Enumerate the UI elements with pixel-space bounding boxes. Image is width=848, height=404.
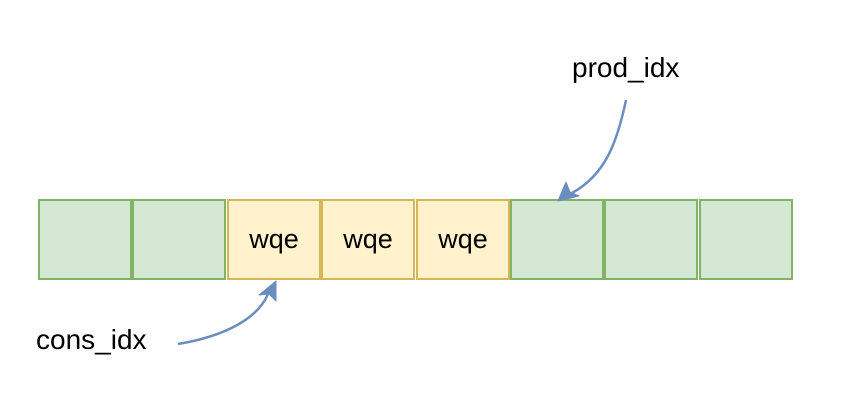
wqe-slot-1: wqe <box>227 199 321 280</box>
prod-idx-arrowhead-icon <box>557 181 580 202</box>
prod-idx-label: prod_idx <box>572 52 680 83</box>
prod-idx-arrow <box>557 99 628 202</box>
wqe-slot-2: wqe <box>321 199 415 280</box>
queue-slot-2 <box>132 199 226 280</box>
wqe-slot-3: wqe <box>416 199 510 280</box>
queue-slot-6 <box>510 199 604 280</box>
queue-slot-7 <box>604 199 698 280</box>
queue-slot-8 <box>699 199 793 280</box>
cons-idx-label: cons_idx <box>36 324 147 355</box>
prod-idx-arrow-line <box>571 99 628 195</box>
queue-slot-1 <box>38 199 132 280</box>
cons-idx-arrow <box>177 280 277 346</box>
cons-idx-arrowhead-icon <box>258 280 277 302</box>
cons-idx-arrow-line <box>177 293 270 346</box>
